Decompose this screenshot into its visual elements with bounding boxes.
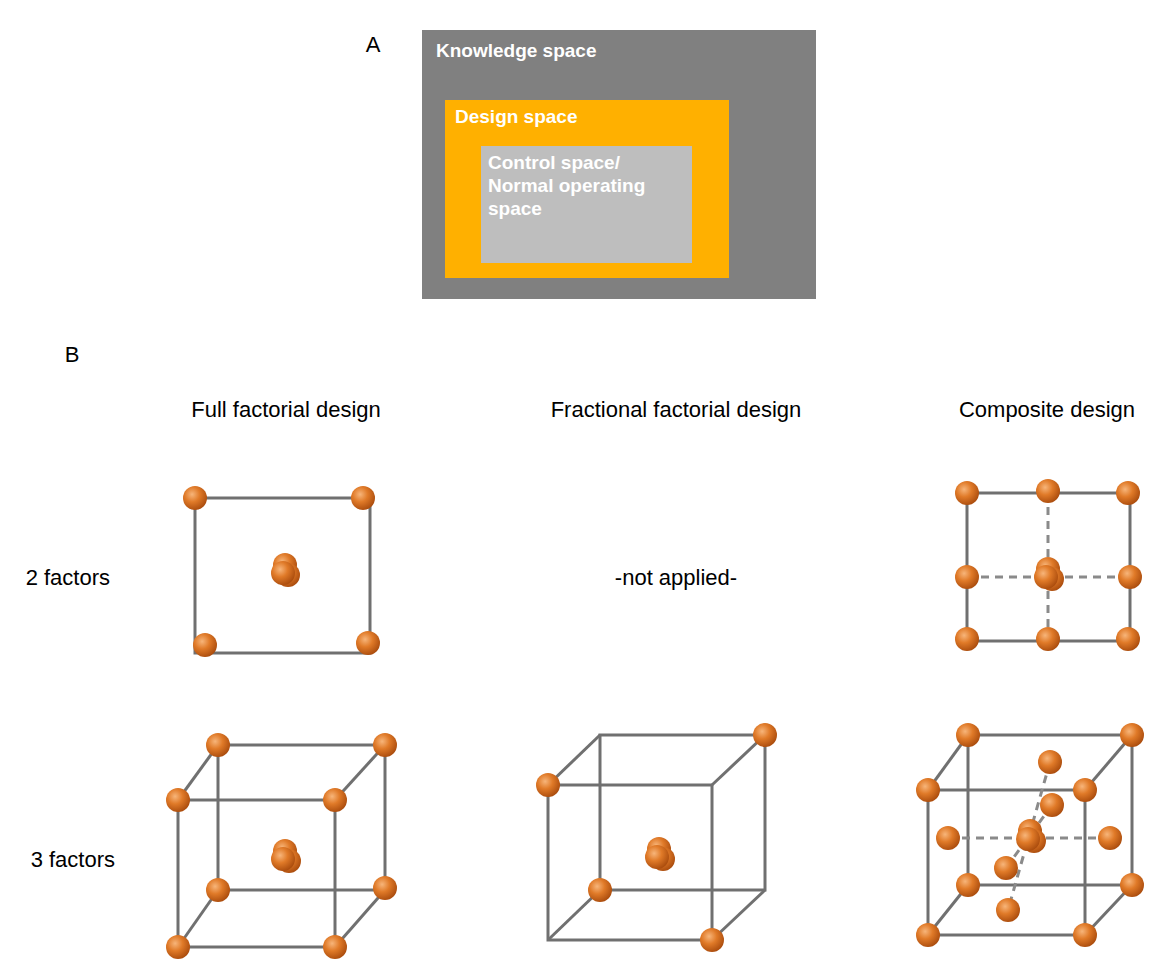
column-heading: Full factorial design <box>191 397 381 423</box>
space-label: Knowledge space <box>436 40 802 63</box>
note-text: -not applied- <box>615 565 737 591</box>
space-label: Design space <box>455 106 719 129</box>
panel-letter: B <box>65 342 80 368</box>
column-heading: Fractional factorial design <box>551 397 802 423</box>
space-box: Knowledge spaceDesign spaceControl space… <box>422 30 816 299</box>
row-heading: 2 factors <box>26 565 110 591</box>
column-heading: Composite design <box>959 397 1135 423</box>
row-heading: 3 factors <box>31 847 115 873</box>
panel-letter: A <box>366 32 381 58</box>
space-box: Design spaceControl space/ Normal operat… <box>445 100 729 278</box>
space-label: Control space/ Normal operating space <box>488 152 685 220</box>
space-box: Control space/ Normal operating space <box>481 146 692 263</box>
